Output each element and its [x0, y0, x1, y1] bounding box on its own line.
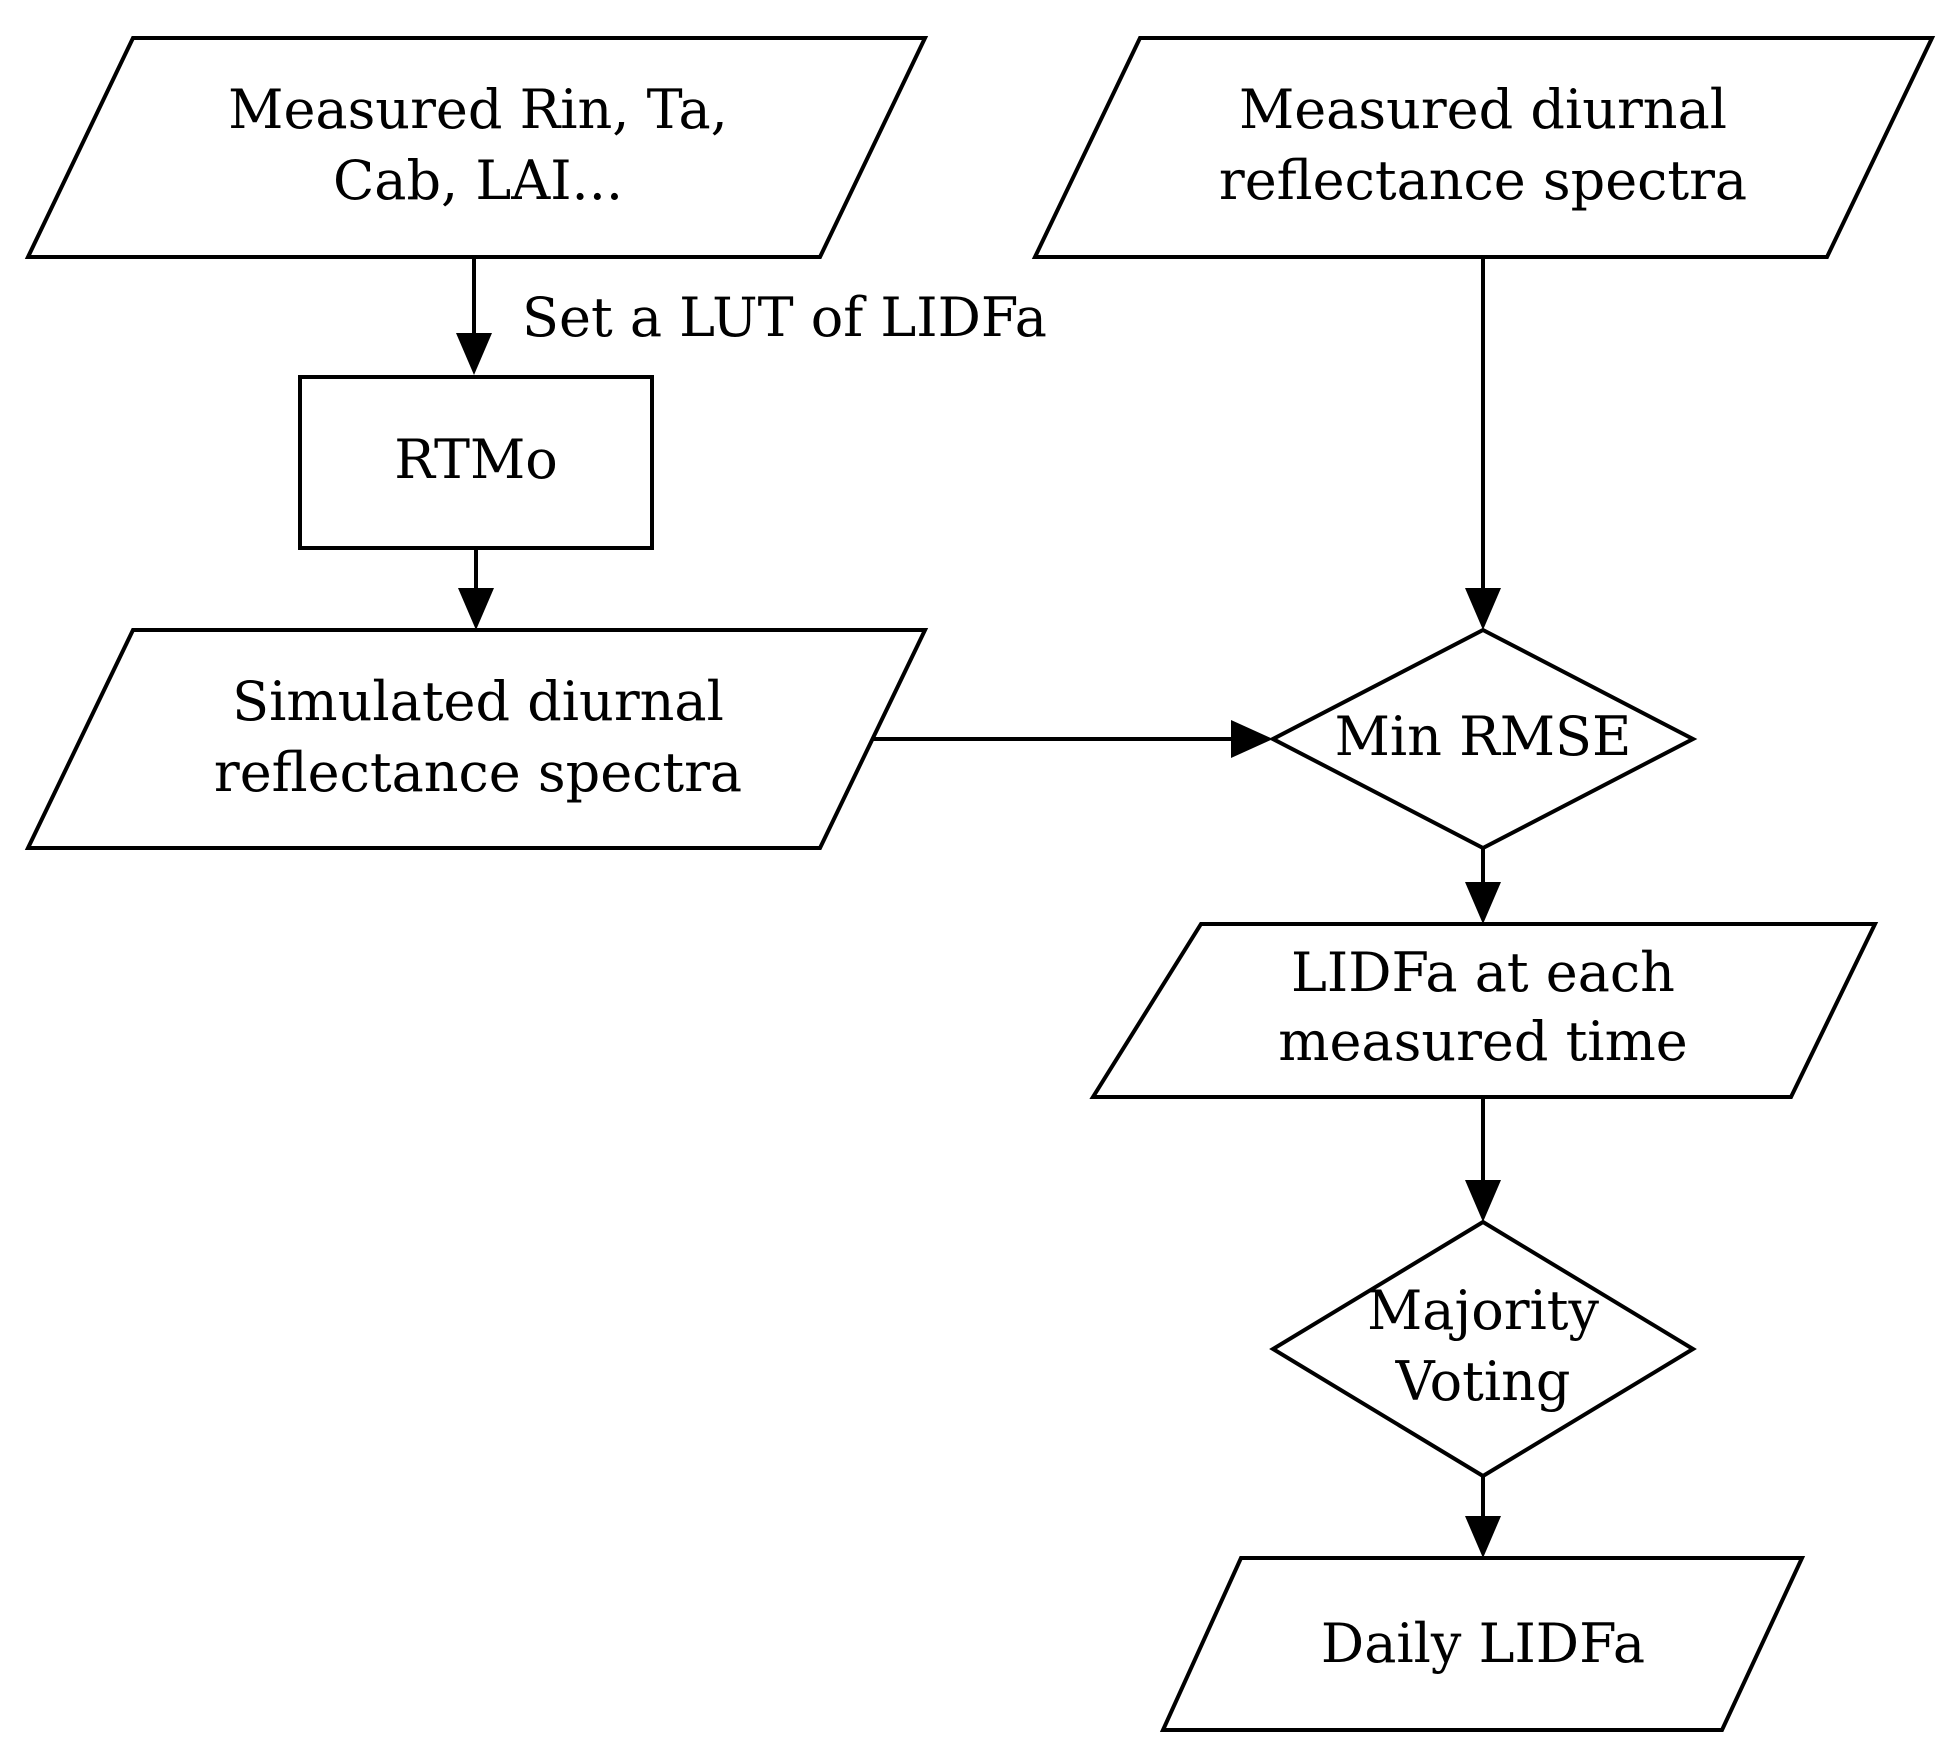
edge-inputs-to-rtmo: Set a LUT of LIDFa: [456, 257, 1047, 375]
edge-rtmo-to-simulated-arrowhead: [458, 588, 494, 630]
node-majority-voting-line-1: Majority: [1367, 1279, 1600, 1342]
node-min-rmse-label: Min RMSE: [1335, 705, 1632, 768]
node-measured-spectra-line-1: Measured diurnal: [1239, 78, 1727, 141]
edge-lidfa-to-voting: [1465, 1097, 1501, 1222]
edge-lidfa-to-voting-arrowhead: [1465, 1180, 1501, 1222]
node-lidfa-each-time-line-2: measured time: [1278, 1010, 1687, 1073]
edge-rtmo-to-simulated: [458, 548, 494, 630]
edge-inputs-to-rtmo-arrowhead: [456, 333, 492, 375]
node-min-rmse: Min RMSE: [1268, 627, 1698, 851]
node-daily-lidfa-label: Daily LIDFa: [1321, 1612, 1645, 1675]
node-daily-lidfa: Daily LIDFa: [1159, 1556, 1806, 1732]
node-rtmo-label: RTMo: [394, 428, 558, 491]
node-simulated-spectra-line-1: Simulated diurnal: [232, 670, 724, 733]
node-majority-voting-line-2: Voting: [1395, 1350, 1571, 1413]
edge-rmse-to-lidfa: [1465, 848, 1501, 924]
node-measured-spectra-line-2: reflectance spectra: [1219, 149, 1747, 212]
node-rtmo: RTMo: [298, 375, 654, 550]
edge-measured-to-rmse: [1465, 257, 1501, 630]
edge-voting-to-daily-arrowhead: [1465, 1516, 1501, 1558]
edge-simulated-to-rmse: [873, 720, 1273, 758]
edge-voting-to-daily: [1465, 1476, 1501, 1558]
node-lidfa-each-time: LIDFa at each measured time: [1089, 922, 1879, 1099]
node-measured-inputs: Measured Rin, Ta, Cab, LAI...: [24, 36, 929, 259]
node-measured-inputs-line-2: Cab, LAI...: [333, 149, 623, 212]
node-measured-spectra: Measured diurnal reflectance spectra: [1031, 36, 1936, 259]
node-simulated-spectra-line-2: reflectance spectra: [214, 741, 742, 804]
node-lidfa-each-time-line-1: LIDFa at each: [1291, 941, 1675, 1004]
node-majority-voting: Majority Voting: [1269, 1219, 1697, 1479]
edge-rmse-to-lidfa-arrowhead: [1465, 882, 1501, 924]
edge-measured-to-rmse-arrowhead: [1465, 588, 1501, 630]
edge-inputs-to-rtmo-label: Set a LUT of LIDFa: [522, 286, 1047, 349]
edge-simulated-to-rmse-arrowhead: [1231, 720, 1273, 758]
node-measured-inputs-line-1: Measured Rin, Ta,: [228, 78, 728, 141]
node-simulated-spectra: Simulated diurnal reflectance spectra: [24, 628, 929, 850]
